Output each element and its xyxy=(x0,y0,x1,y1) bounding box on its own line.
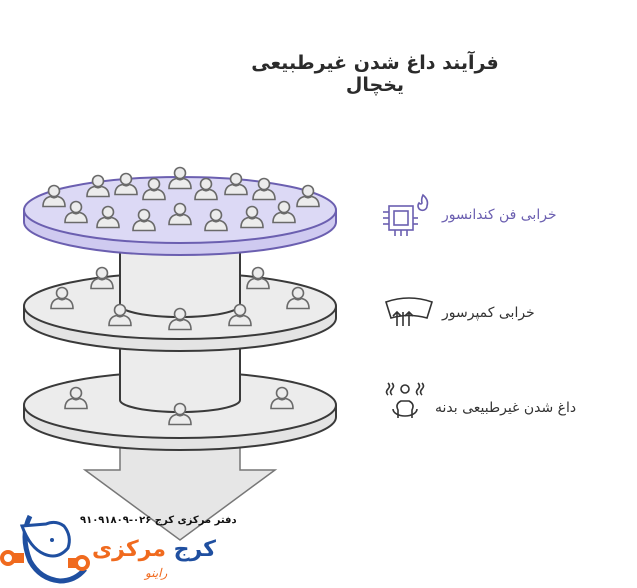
person-heat-icon xyxy=(385,382,425,418)
footer-phone-text: دفتر مرکزی کرج ۰۲۶-۹۱۰۹۱۸۰۹ xyxy=(80,515,237,526)
windshield-defrost-icon xyxy=(385,297,433,326)
brand-part-2: مرکزی xyxy=(92,537,166,562)
chip-flame-icon xyxy=(383,193,429,236)
brand-part-1: کرج xyxy=(173,537,216,562)
diagram-title: فرآیند داغ شدن غیرطبیعی یخچال xyxy=(251,52,499,96)
rhino-logo-icon xyxy=(0,514,90,584)
layer-1-label: خرابی فن کندانسور xyxy=(442,207,557,223)
layer-2-label: خرابی کمپرسور xyxy=(442,305,535,321)
layer-3-label: داغ شدن غیرطبیعی بدنه xyxy=(435,400,577,416)
brand-subtitle: راینو xyxy=(145,566,168,580)
brand-name: کرج مرکزی xyxy=(92,537,216,562)
layer-2-platform xyxy=(23,272,337,352)
layer-3-platform xyxy=(23,371,337,451)
